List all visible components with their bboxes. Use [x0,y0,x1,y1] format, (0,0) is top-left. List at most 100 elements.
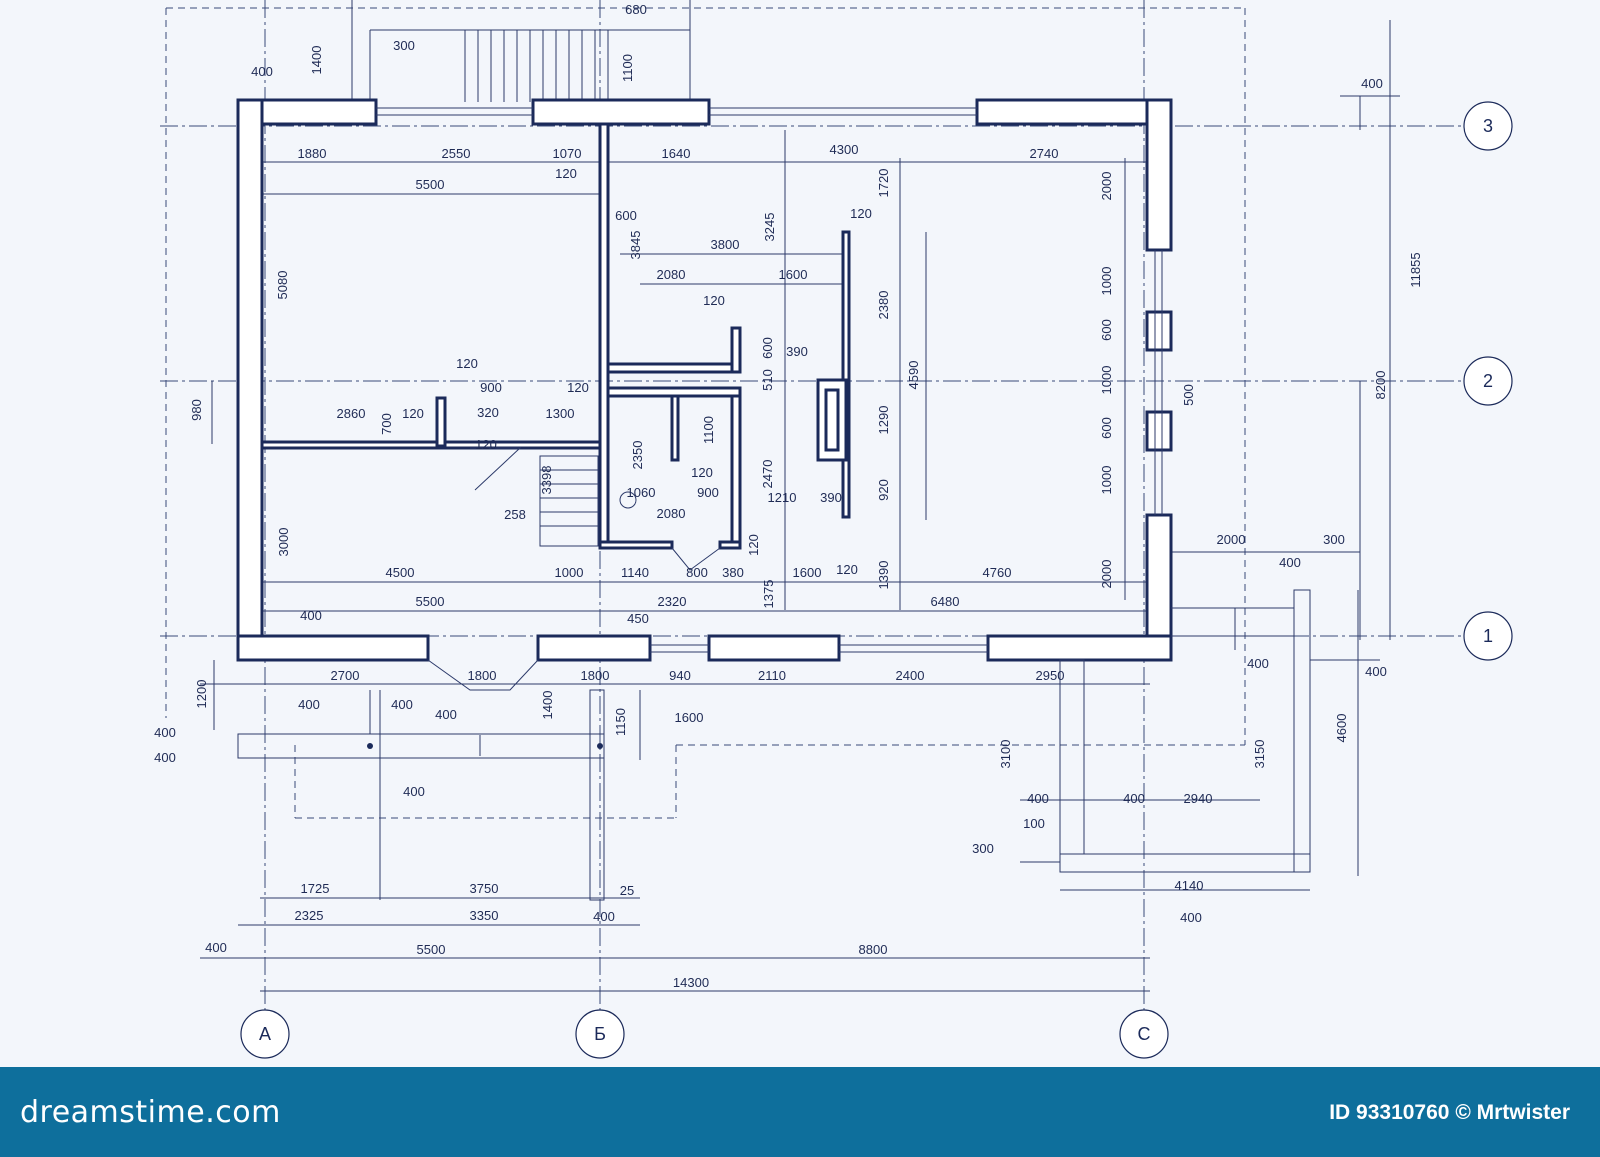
dimension-label: 3000 [276,528,291,557]
dimension-label: 2860 [337,406,366,421]
dimension-label: 2320 [658,594,687,609]
exterior-walls [236,98,1173,662]
dimension-label: 1600 [779,267,808,282]
dimension-label: 400 [154,725,176,740]
dimension-label: 1150 [613,708,628,736]
dimension-label: 400 [1247,656,1269,671]
dimension-label: 1400 [540,691,555,720]
interior-walls [260,122,851,550]
dimension-label: 600 [760,337,775,359]
dimension-label: 2110 [758,668,786,683]
dimension-label: 500 [1181,384,1196,406]
dimension-label: 3800 [711,237,740,252]
dimension-label: 1880 [298,146,327,161]
dimension-label: 1210 [768,490,797,505]
dimension-label: 400 [391,697,413,712]
dimension-label: 4600 [1334,714,1349,743]
dimension-label: 400 [154,750,176,765]
dimension-label: 400 [435,707,457,722]
dimension-label: 400 [1180,910,1202,925]
axis-bubble-label: 2 [1483,371,1493,391]
dimension-label: 1640 [662,146,691,161]
dimension-label: 1290 [876,406,891,435]
dimension-label: 3845 [628,231,643,260]
axis-lines [160,0,1490,1010]
dimension-label: 400 [1361,76,1383,91]
dimension-label: 380 [722,565,744,580]
dimension-label: 2740 [1030,146,1059,161]
dimension-label: 25 [620,883,634,898]
dimension-label: 600 [615,208,637,223]
dimension-label: 600 [1099,417,1114,439]
dimension-label: 3100 [998,740,1013,769]
dimension-label: 6480 [931,594,960,609]
axis-bubble [1463,611,1513,661]
dimension-label: 1000 [1099,366,1114,395]
watermark-footer: dreamstime.com ID 93310760 © Mrtwister [0,1067,1600,1157]
windows [376,107,1163,653]
dimension-label: 450 [627,611,649,626]
dimension-label: 2550 [442,146,471,161]
dimension-label: 4760 [983,565,1012,580]
dimension-label: 2940 [1184,791,1213,806]
dimension-label: 400 [1027,791,1049,806]
dimension-label: 510 [760,369,775,391]
axis-bubble-label: A [259,1024,271,1044]
dimension-label: 2400 [896,668,925,683]
dimension-label: 2080 [657,506,686,521]
dimension-label: 1400 [309,46,324,75]
dimension-label: 4300 [830,142,859,157]
exterior-stair-top [351,0,691,102]
dimension-label: 2700 [331,668,360,683]
dimension-label: 100 [1023,816,1045,831]
dimension-label: 300 [1323,532,1345,547]
dimension-label: 8200 [1373,371,1388,400]
dimension-label: 8800 [859,942,888,957]
dimension-label: 390 [786,344,808,359]
dimension-label: 400 [251,64,273,79]
dimension-label: 1800 [581,668,610,683]
axis-bubble [575,1009,625,1059]
axis-bubble-label: 1 [1483,626,1493,646]
dimension-label: 600 [1099,319,1114,341]
dimension-label: 940 [669,668,691,683]
dimension-label: 400 [1123,791,1145,806]
axis-bubble [1463,101,1513,151]
dimension-label: 1070 [553,146,582,161]
dimension-label: 980 [189,399,204,421]
dimension-label: 120 [567,380,589,395]
dimension-label: 5500 [416,594,445,609]
dimension-label: 2325 [295,908,324,923]
dimension-label: 3398 [539,466,554,495]
dimension-label: 390 [820,490,842,505]
dimension-label: 1100 [620,54,635,82]
interior-stair [427,447,721,691]
dimension-label: 2000 [1217,532,1246,547]
axis-bubble [240,1009,290,1059]
dimension-label: 1140 [621,565,649,580]
dimension-label: 1000 [1099,466,1114,495]
dimension-label: 300 [393,38,415,53]
dimension-label: 5080 [275,271,290,300]
dimension-label: 400 [298,697,320,712]
dimension-label: 400 [593,909,615,924]
dimension-label: 3245 [762,213,777,242]
image-credit: ID 93310760 © Mrtwister [1329,1101,1570,1125]
dimension-label: 120 [691,465,713,480]
dimension-label: 1720 [876,169,891,198]
dimension-label: 258 [504,507,526,522]
dimension-label: 1300 [546,406,575,421]
dimension-label: 920 [876,479,891,501]
dimension-label: 1600 [675,710,704,725]
dimension-label: 5500 [416,177,445,192]
dimension-label: 900 [697,485,719,500]
dimension-label: 120 [475,437,497,452]
dimension-label: 4140 [1175,878,1204,893]
dimension-label: 1100 [701,416,716,444]
dimension-label: 3750 [470,881,499,896]
dimension-label: 400 [1279,555,1301,570]
axis-bubble-label: Б [594,1024,606,1044]
